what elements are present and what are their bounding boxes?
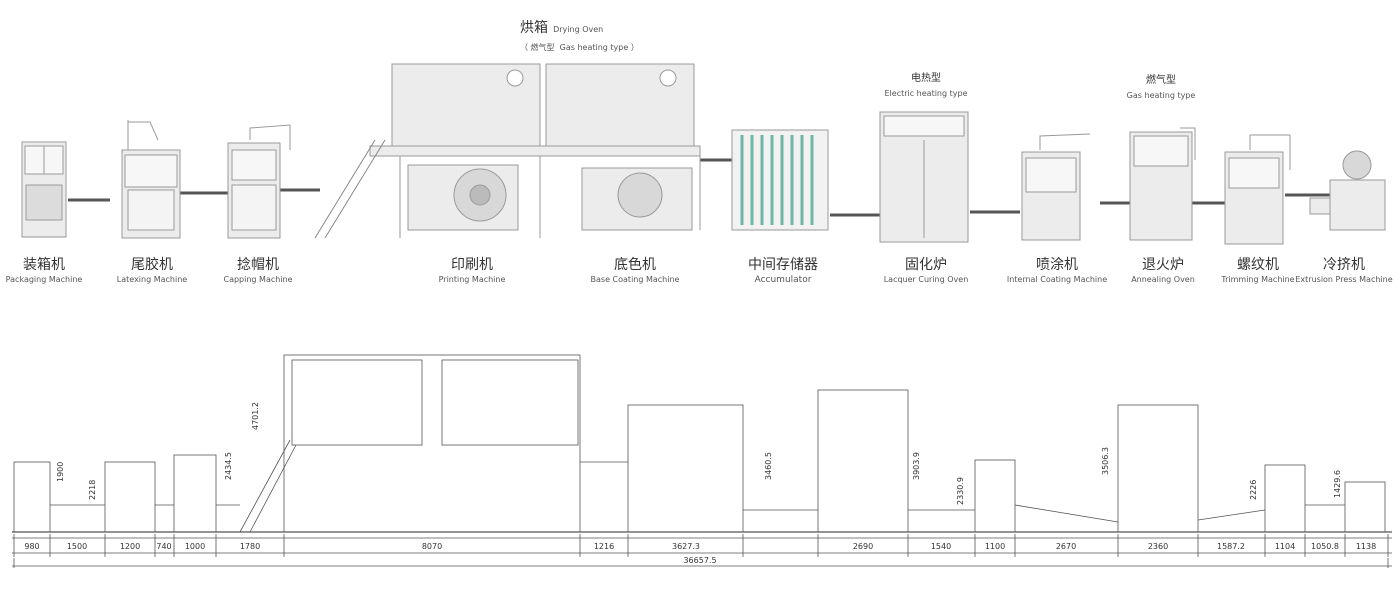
length-dim: 2670 [1055, 542, 1077, 551]
base-coating-machine-photo [581, 167, 693, 231]
drawing-annealing-oven [1117, 404, 1199, 533]
drawing-packaging [13, 461, 51, 533]
label-packaging: 装箱机 Packaging Machine [6, 256, 83, 286]
label-cn: 捻帽机 [236, 257, 279, 273]
label-cn: 装箱机 [22, 257, 65, 273]
length-dim: 3627.3 [672, 542, 700, 551]
length-dim: 8070 [421, 542, 443, 551]
height-dim: 1900 [56, 461, 65, 482]
annealing-oven-header: 燃气型 Gas heating type [1127, 72, 1196, 102]
length-dim: 1587.2 [1217, 542, 1245, 551]
label-trimming: 螺纹机 Trimming Machine [1221, 256, 1294, 286]
label-en: Packaging Machine [5, 275, 83, 284]
length-dim: 1050.8 [1311, 542, 1339, 551]
drying-oven-sub-en: Gas heating type ） [559, 43, 639, 52]
annealing-oven-photo [1129, 127, 1196, 241]
drying-oven-header: 烘箱 Drying Oven [520, 17, 603, 37]
height-dim: 3460.5 [764, 452, 773, 480]
height-dim: 2330.9 [956, 477, 965, 505]
length-dim: 1216 [593, 542, 615, 551]
length-dim: 1500 [66, 542, 88, 551]
drawing-printing-line [283, 354, 581, 533]
trimming-machine-photo [1224, 134, 1291, 245]
length-dim: 740 [156, 542, 172, 551]
length-dim: 1104 [1274, 542, 1296, 551]
length-dim: 2690 [852, 542, 874, 551]
packaging-machine-photo [21, 141, 67, 238]
label-cn: 固化炉 [904, 257, 947, 273]
height-dim: 2218 [88, 479, 97, 500]
label-en: Capping Machine [223, 275, 293, 284]
height-dim: 3506.3 [1101, 447, 1110, 475]
drawing-accumulator [627, 404, 744, 533]
height-dim: 1429.6 [1333, 470, 1342, 498]
internal-coating-machine-photo [1021, 133, 1091, 241]
drying-oven-photo [314, 63, 701, 239]
drawing-curing-oven [817, 389, 909, 533]
label-cn: 螺纹机 [1237, 257, 1279, 273]
drying-oven-sub-cn: （ 燃气型 [520, 43, 555, 52]
drawing-extrusion [1344, 481, 1386, 533]
label-en: Trimming Machine [1221, 275, 1295, 284]
label-cn: 冷挤机 [1323, 257, 1365, 273]
label-en: Accumulator [754, 275, 812, 285]
curing-oven-header-en: Electric heating type [884, 89, 968, 98]
height-dim: 2226 [1249, 479, 1258, 500]
drying-oven-subheader: （ 燃气型 Gas heating type ） [520, 35, 639, 54]
label-en: Lacquer Curing Oven [883, 275, 969, 284]
printing-machine-photo [407, 164, 519, 231]
label-en: Printing Machine [438, 275, 506, 284]
height-dim: 3903.9 [912, 452, 921, 480]
latexing-machine-photo [121, 120, 181, 239]
drying-oven-header-cn: 烘箱 [520, 20, 548, 36]
length-dim: 1780 [239, 542, 261, 551]
label-base-coating: 底色机 Base Coating Machine [591, 256, 680, 286]
label-annealing-oven: 退火炉 Annealing Oven [1131, 256, 1195, 286]
curing-oven-header: 电热型 Electric heating type [884, 70, 967, 100]
label-curing-oven: 固化炉 Lacquer Curing Oven [884, 256, 969, 286]
length-dim: 1138 [1355, 542, 1377, 551]
label-capping: 捻帽机 Capping Machine [223, 256, 292, 286]
label-en: Internal Coating Machine [1006, 275, 1108, 284]
drawing-trimming [1264, 464, 1306, 533]
label-en: Annealing Oven [1131, 275, 1195, 284]
annealing-oven-header-cn: 燃气型 [1145, 75, 1176, 86]
label-cn: 中间存储器 [748, 257, 818, 273]
layout-drawing [12, 354, 1392, 568]
label-printing: 印刷机 Printing Machine [439, 256, 506, 286]
extrusion-press-machine-photo [1309, 150, 1386, 231]
length-dim: 1200 [119, 542, 141, 551]
drawing-latexing [104, 461, 156, 533]
height-dim: 4701.2 [251, 402, 260, 430]
length-dim: 1000 [184, 542, 206, 551]
length-dim: 2360 [1147, 542, 1169, 551]
annealing-oven-header-en: Gas heating type [1126, 91, 1196, 100]
label-extrusion-press: 冷挤机 Extrusion Press Machine [1295, 256, 1392, 286]
capping-machine-photo [227, 124, 291, 239]
drying-oven-header-en: Drying Oven [553, 25, 604, 34]
label-en: Latexing Machine [116, 275, 188, 284]
label-cn: 尾胶机 [130, 257, 173, 273]
drawing-capping [173, 454, 217, 533]
label-latexing: 尾胶机 Latexing Machine [117, 256, 187, 286]
label-cn: 退火炉 [1141, 257, 1184, 273]
height-dim: 2434.5 [224, 452, 233, 480]
length-dim: 1540 [930, 542, 952, 551]
label-cn: 印刷机 [451, 257, 493, 273]
length-dim: 1100 [984, 542, 1006, 551]
label-cn: 喷涂机 [1035, 257, 1078, 273]
length-dim: 980 [24, 542, 40, 551]
label-en: Extrusion Press Machine [1295, 275, 1393, 284]
label-accumulator: 中间存储器 Accumulator [748, 256, 818, 286]
label-cn: 底色机 [613, 257, 656, 273]
curing-oven-header-cn: 电热型 [910, 73, 941, 84]
label-internal-coating: 喷涂机 Internal Coating Machine [1007, 256, 1107, 286]
lacquer-curing-oven-photo [879, 111, 969, 243]
accumulator-photo [731, 129, 829, 231]
total-length-dim: 36657.5 [683, 556, 717, 565]
label-en: Base Coating Machine [590, 275, 680, 284]
drawing-internal-coating [974, 459, 1016, 533]
